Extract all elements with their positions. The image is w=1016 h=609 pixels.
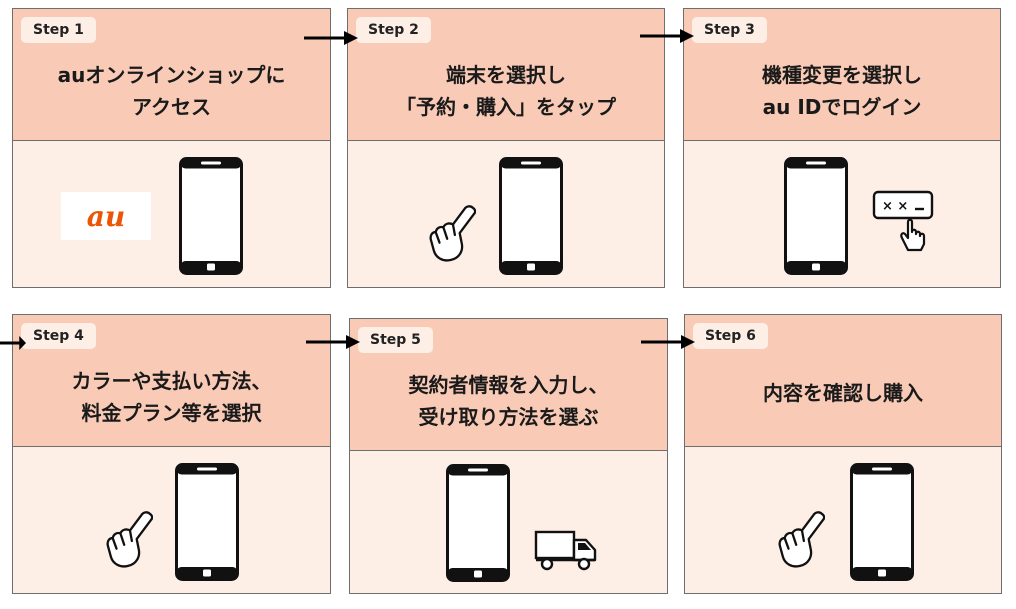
au-logo: au (61, 192, 151, 240)
step-badge: Step 3 (692, 17, 767, 43)
step-card-2: Step 2 端末を選択し 「予約・購入」をタップ (347, 8, 665, 288)
step-card-illustration: × × (684, 142, 1000, 287)
flow-arrow-1-to-2 (304, 30, 358, 46)
step-card-header: Step 3 機種変更を選択し au IDでログイン (684, 9, 1000, 141)
flow-arrow-5-to-6 (641, 334, 695, 350)
step-title-line: 料金プラン等を選択 (81, 401, 262, 425)
step-title: 機種変更を選択し au IDでログイン (690, 59, 994, 123)
step-title-line: 端末を選択し (446, 63, 566, 87)
step-card-header: Step 4 カラーや支払い方法、 料金プラン等を選択 (13, 315, 330, 447)
step-title: 契約者情報を入力し、 受け取り方法を選ぶ (356, 369, 661, 433)
step-title-line: 「予約・購入」をタップ (396, 95, 616, 119)
step-card-header: Step 1 auオンラインショップに アクセス (13, 9, 330, 141)
step-card-illustration (13, 448, 330, 593)
password-mask: × × (882, 199, 908, 214)
step-card-illustration (350, 452, 667, 593)
step-title-line: アクセス (132, 95, 211, 119)
flow-arrow-4-to-5 (306, 334, 360, 350)
step-title: 端末を選択し 「予約・購入」をタップ (354, 59, 658, 123)
step-badge: Step 1 (21, 17, 96, 43)
step-title-line: au IDでログイン (762, 95, 922, 119)
smartphone-icon (499, 157, 563, 275)
password-input-icon: × × (872, 190, 934, 252)
step-title-line: 受け取り方法を選ぶ (418, 405, 599, 429)
step-title-line: カラーや支払い方法、 (71, 369, 272, 393)
smartphone-icon (179, 157, 243, 275)
step-title-line: auオンラインショップに (57, 63, 286, 87)
step-badge: Step 2 (356, 17, 431, 43)
step-badge: Step 4 (21, 323, 96, 349)
smartphone-icon (850, 463, 914, 581)
step-title: カラーや支払い方法、 料金プラン等を選択 (19, 365, 324, 429)
flow-arrow-2-to-3 (640, 28, 694, 44)
pointing-hand-icon (428, 204, 476, 264)
pointing-hand-icon (105, 510, 153, 570)
step-card-4: Step 4 カラーや支払い方法、 料金プラン等を選択 (12, 314, 331, 594)
step-card-6: Step 6 内容を確認し購入 (684, 314, 1002, 594)
smartphone-icon (175, 463, 239, 581)
step-title-line: 契約者情報を入力し、 (408, 373, 609, 397)
step-title: 内容を確認し購入 (691, 377, 995, 409)
smartphone-icon (446, 464, 510, 582)
step-title-line: 機種変更を選択し (762, 63, 922, 87)
step-card-1: Step 1 auオンラインショップに アクセス au (12, 8, 331, 288)
delivery-truck-icon (534, 530, 597, 571)
step-card-illustration: au (13, 142, 330, 287)
step-card-header: Step 2 端末を選択し 「予約・購入」をタップ (348, 9, 664, 141)
step-badge: Step 6 (693, 323, 768, 349)
pointing-hand-icon (777, 510, 825, 570)
step-card-header: Step 5 契約者情報を入力し、 受け取り方法を選ぶ (350, 319, 667, 451)
smartphone-icon (784, 157, 848, 275)
flow-arrow-3-to-4 (0, 335, 26, 351)
step-card-5: Step 5 契約者情報を入力し、 受け取り方法を選ぶ (349, 318, 668, 594)
step-card-illustration (348, 142, 664, 287)
step-badge: Step 5 (358, 327, 433, 353)
step-title-line: 内容を確認し購入 (763, 381, 923, 405)
step-title: auオンラインショップに アクセス (19, 59, 324, 123)
step-card-header: Step 6 内容を確認し購入 (685, 315, 1001, 447)
step-card-illustration (685, 448, 1001, 593)
step-card-3: Step 3 機種変更を選択し au IDでログイン × × (683, 8, 1001, 288)
